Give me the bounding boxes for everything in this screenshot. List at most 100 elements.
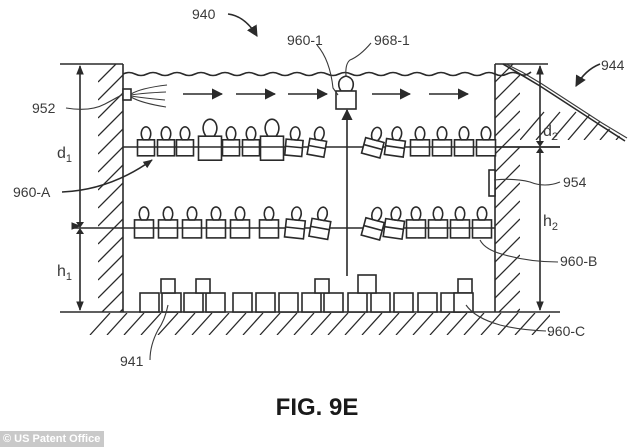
container-unit	[221, 125, 241, 157]
dim-d2: d2	[543, 123, 558, 143]
container-unit	[383, 126, 407, 158]
container-unit	[360, 126, 386, 159]
hatch-line	[446, 313, 468, 335]
hatch-line	[174, 313, 196, 335]
floor-block	[205, 292, 226, 313]
hatch-line	[495, 164, 520, 191]
hatch-line	[495, 92, 520, 119]
hatch-line	[480, 313, 502, 335]
hatch-line	[225, 313, 247, 335]
shelf-b-units	[133, 206, 493, 242]
hatch-line	[276, 313, 298, 335]
right-wall	[494, 63, 520, 312]
hatch-line	[463, 313, 485, 335]
sensor-954	[488, 169, 496, 197]
hatch-line	[242, 313, 264, 335]
left-dimension-lines	[76, 65, 84, 311]
floor-block	[232, 292, 253, 313]
container-unit	[283, 126, 304, 158]
hatch-line	[98, 74, 123, 101]
label-960-c: 960-C	[547, 323, 585, 339]
container-unit	[360, 206, 386, 242]
label-940: 940	[192, 6, 216, 22]
hatch-line	[259, 313, 281, 335]
hatch-line	[98, 92, 123, 119]
hatch-line	[98, 182, 123, 209]
hatch-line	[98, 110, 123, 137]
floor	[60, 311, 560, 335]
floor-block	[139, 292, 160, 313]
container-unit	[306, 126, 328, 159]
hatch-line	[495, 236, 520, 263]
hatch-line	[89, 313, 111, 335]
hatch-line	[495, 254, 520, 281]
container-unit	[453, 125, 475, 157]
hatch-line	[495, 182, 520, 209]
dim-h1: h1	[57, 263, 72, 283]
lifted-unit-960-1	[335, 75, 357, 110]
hatch-line	[98, 64, 117, 83]
hatch-line	[495, 200, 520, 227]
hatch-line	[98, 272, 123, 299]
container-unit	[157, 206, 179, 239]
figure-title: FIG. 9E	[276, 394, 359, 421]
label-954: 954	[563, 174, 587, 190]
floor-block	[370, 292, 391, 313]
floor-block	[161, 292, 182, 313]
leader-lines	[61, 13, 601, 361]
hatch-line	[395, 313, 417, 335]
hatch-line	[123, 313, 145, 335]
label-960-a: 960-A	[13, 184, 51, 200]
hatch-line	[495, 272, 520, 299]
floor-block	[393, 292, 414, 313]
water-surface	[122, 71, 532, 77]
hatch-line	[531, 314, 550, 335]
label-944: 944	[601, 57, 625, 73]
container-unit	[283, 206, 307, 240]
hatch-line	[495, 110, 520, 137]
dim-d1: d1	[57, 145, 72, 165]
hatch-line	[310, 313, 332, 335]
nozzle-952	[122, 84, 168, 108]
left-wall	[98, 63, 124, 312]
stacked-block	[457, 278, 473, 294]
container-unit	[449, 206, 471, 239]
container-unit	[471, 206, 493, 239]
hatch-line	[327, 313, 349, 335]
container-unit	[427, 206, 449, 239]
hatch-line	[495, 74, 520, 101]
container-unit	[382, 206, 406, 241]
hatch-line	[429, 313, 451, 335]
floor-block	[347, 292, 368, 313]
hatch-line	[98, 254, 123, 281]
container-unit	[205, 206, 227, 239]
label-941: 941	[120, 353, 144, 369]
container-unit	[156, 125, 176, 157]
container-unit	[307, 206, 332, 241]
hatch-line	[495, 146, 520, 173]
hatch-line	[495, 64, 496, 65]
label-968-1: 968-1	[374, 32, 410, 48]
right-dimension-lines	[520, 63, 548, 311]
hatch-line	[378, 313, 400, 335]
stacked-block	[160, 278, 176, 294]
container-unit	[431, 125, 453, 157]
hatch-line	[495, 218, 520, 245]
label-952: 952	[32, 100, 56, 116]
floor-block	[323, 292, 344, 313]
floor-block	[417, 292, 438, 313]
hatch-line	[412, 313, 434, 335]
container-unit	[258, 206, 280, 239]
floor-block	[183, 292, 204, 313]
hatch-line	[615, 111, 625, 140]
label-960-1: 960-1	[287, 32, 323, 48]
stacked-block	[314, 278, 330, 294]
shelf-a-units	[136, 118, 497, 161]
hatch-line	[98, 128, 123, 155]
container-unit	[241, 125, 261, 157]
shelf-c-units	[139, 274, 474, 313]
hatch-line	[208, 313, 230, 335]
hatch-line	[106, 313, 128, 335]
container-unit	[197, 118, 223, 161]
